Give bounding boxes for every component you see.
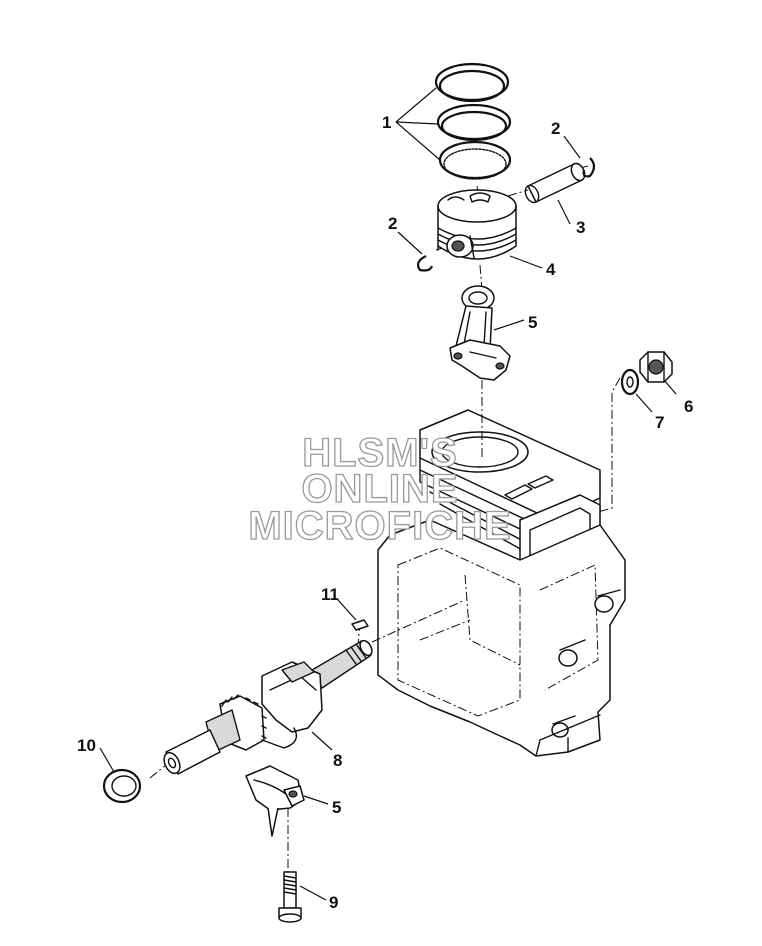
connecting-rod bbox=[449, 285, 511, 381]
connecting-rod-cap bbox=[245, 765, 305, 837]
piston-rings bbox=[434, 62, 512, 180]
callout-rod-bolt: 9 bbox=[329, 893, 338, 912]
piston-pin-clip-upper bbox=[582, 157, 596, 178]
watermark: HLSM'S ONLINE MICROFICHE bbox=[248, 430, 512, 548]
piston-pin bbox=[524, 162, 586, 204]
crankcase-block bbox=[377, 409, 626, 757]
callout-piston-pin: 3 bbox=[576, 218, 585, 237]
callout-connecting-rod-cap: 5 bbox=[332, 798, 341, 817]
callout-oil-seal: 10 bbox=[77, 736, 96, 755]
watermark-line-1: HLSM'S bbox=[302, 431, 458, 475]
callout-piston-pin-clip-lower: 2 bbox=[388, 214, 397, 233]
nut bbox=[639, 351, 673, 383]
washer bbox=[620, 368, 640, 396]
leader-lines bbox=[99, 87, 677, 901]
piston bbox=[437, 189, 517, 260]
callout-washer: 7 bbox=[655, 413, 664, 432]
key bbox=[351, 619, 369, 631]
crankshaft bbox=[163, 639, 373, 775]
callout-piston: 4 bbox=[546, 260, 556, 279]
callout-key: 11 bbox=[321, 585, 339, 604]
callout-connecting-rod: 5 bbox=[528, 313, 537, 332]
watermark-line-3: MICROFICHE bbox=[248, 504, 511, 548]
callout-nut: 6 bbox=[684, 397, 693, 416]
callout-labels: 1 2 2 3 4 5 5 6 7 8 9 10 11 bbox=[77, 113, 693, 912]
oil-seal bbox=[102, 768, 142, 804]
callout-piston-pin-clip-upper: 2 bbox=[551, 119, 560, 138]
rod-bolt bbox=[278, 871, 302, 923]
callout-crankshaft: 8 bbox=[333, 751, 342, 770]
watermark-line-2: ONLINE bbox=[301, 467, 458, 511]
callout-piston-rings: 1 bbox=[382, 113, 391, 132]
piston-pin-clip-lower bbox=[416, 255, 434, 272]
